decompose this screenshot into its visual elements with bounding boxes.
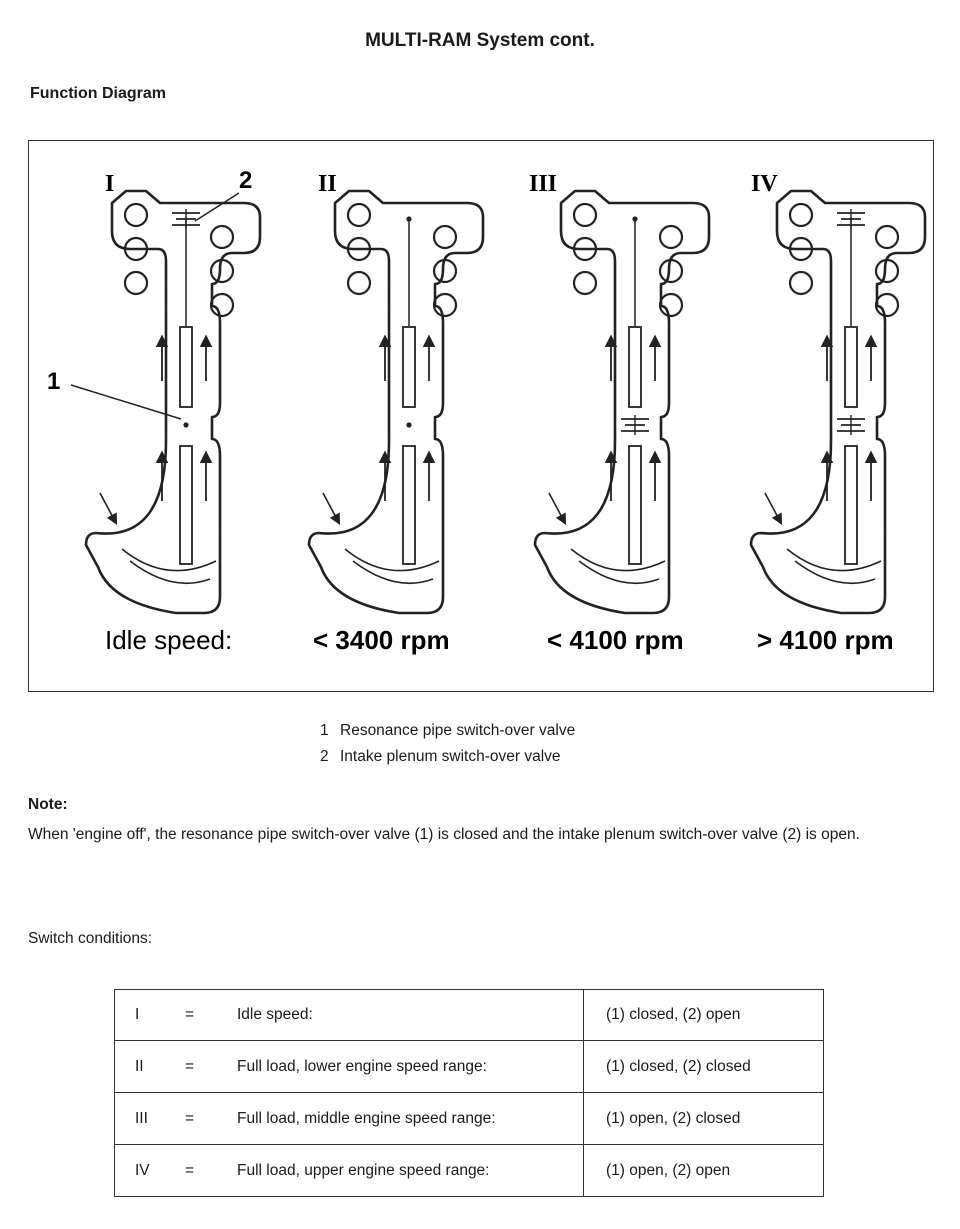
- page-title: MULTI-RAM System cont.: [365, 30, 595, 51]
- table-cell-condition: Full load, upper engine speed range:: [237, 1144, 584, 1197]
- table-cell-position: III: [114, 1092, 185, 1145]
- table-cell-equals: =: [185, 1092, 237, 1145]
- note-text: When 'engine off', the resonance pipe sw…: [28, 826, 860, 843]
- panel-1-caption: Idle speed:: [105, 625, 232, 655]
- legend-item: 1 Resonance pipe switch-over valve: [320, 718, 575, 744]
- diagram-panel-1: [86, 191, 260, 613]
- table-cell-condition: Idle speed:: [237, 989, 584, 1041]
- table-cell-condition: Full load, lower engine speed range:: [237, 1040, 584, 1093]
- callout-1-label: 1: [47, 368, 60, 395]
- legend-item: 2 Intake plenum switch-over valve: [320, 744, 575, 770]
- table-cell-valve-state: (1) open, (2) open: [583, 1144, 824, 1197]
- table-cell-position: II: [114, 1040, 185, 1093]
- switch-conditions-heading: Switch conditions:: [28, 930, 153, 947]
- diagram-panel-3: [535, 191, 709, 613]
- table-cell-valve-state: (1) closed, (2) open: [583, 989, 824, 1041]
- table-row: II = Full load, lower engine speed range…: [114, 1040, 824, 1093]
- legend-text: Resonance pipe switch-over valve: [340, 722, 576, 739]
- function-diagram: 1 2 I II III IV Idle speed: < 3400 rpm <…: [28, 140, 934, 692]
- diagram-legend: 1 Resonance pipe switch-over valve 2 Intak…: [320, 718, 575, 770]
- panel-4-roman: IV: [751, 171, 778, 197]
- table-row: III = Full load, middle engine speed ran…: [114, 1092, 824, 1145]
- table-cell-equals: =: [185, 1144, 237, 1197]
- diagram-panel-2: [309, 191, 483, 613]
- callout-1-leader: [70, 384, 182, 420]
- function-diagram-svg: 1 2 I II III IV Idle speed: < 3400 rpm <…: [47, 167, 935, 655]
- panel-4-caption: > 4100 rpm: [757, 625, 894, 655]
- panel-3-roman: III: [529, 171, 557, 197]
- table-cell-equals: =: [185, 989, 237, 1041]
- table-cell-condition: Full load, middle engine speed range:: [237, 1092, 584, 1145]
- table-cell-position: I: [114, 989, 185, 1041]
- table-cell-valve-state: (1) open, (2) closed: [583, 1092, 824, 1145]
- panel-2-caption: < 3400 rpm: [313, 625, 450, 655]
- table-cell-position: IV: [114, 1144, 185, 1197]
- callout-2-leader: [194, 192, 240, 222]
- panel-1-roman: I: [105, 171, 114, 197]
- legend-text: Intake plenum switch-over valve: [340, 748, 561, 765]
- table-cell-equals: =: [185, 1040, 237, 1093]
- table-cell-valve-state: (1) closed, (2) closed: [583, 1040, 824, 1093]
- table-row: IV = Full load, upper engine speed range…: [114, 1144, 824, 1197]
- section-title: Function Diagram: [30, 85, 167, 102]
- diagram-panel-4: [751, 191, 925, 613]
- switch-conditions-table: I = Idle speed: (1) closed, (2) open II …: [114, 989, 824, 1197]
- note-heading: Note:: [28, 796, 68, 813]
- table-row: I = Idle speed: (1) closed, (2) open: [114, 989, 824, 1041]
- legend-number: 1: [320, 722, 329, 739]
- callout-2-label: 2: [239, 167, 252, 194]
- panel-2-roman: II: [318, 171, 337, 197]
- legend-number: 2: [320, 748, 329, 765]
- panel-3-caption: < 4100 rpm: [547, 625, 684, 655]
